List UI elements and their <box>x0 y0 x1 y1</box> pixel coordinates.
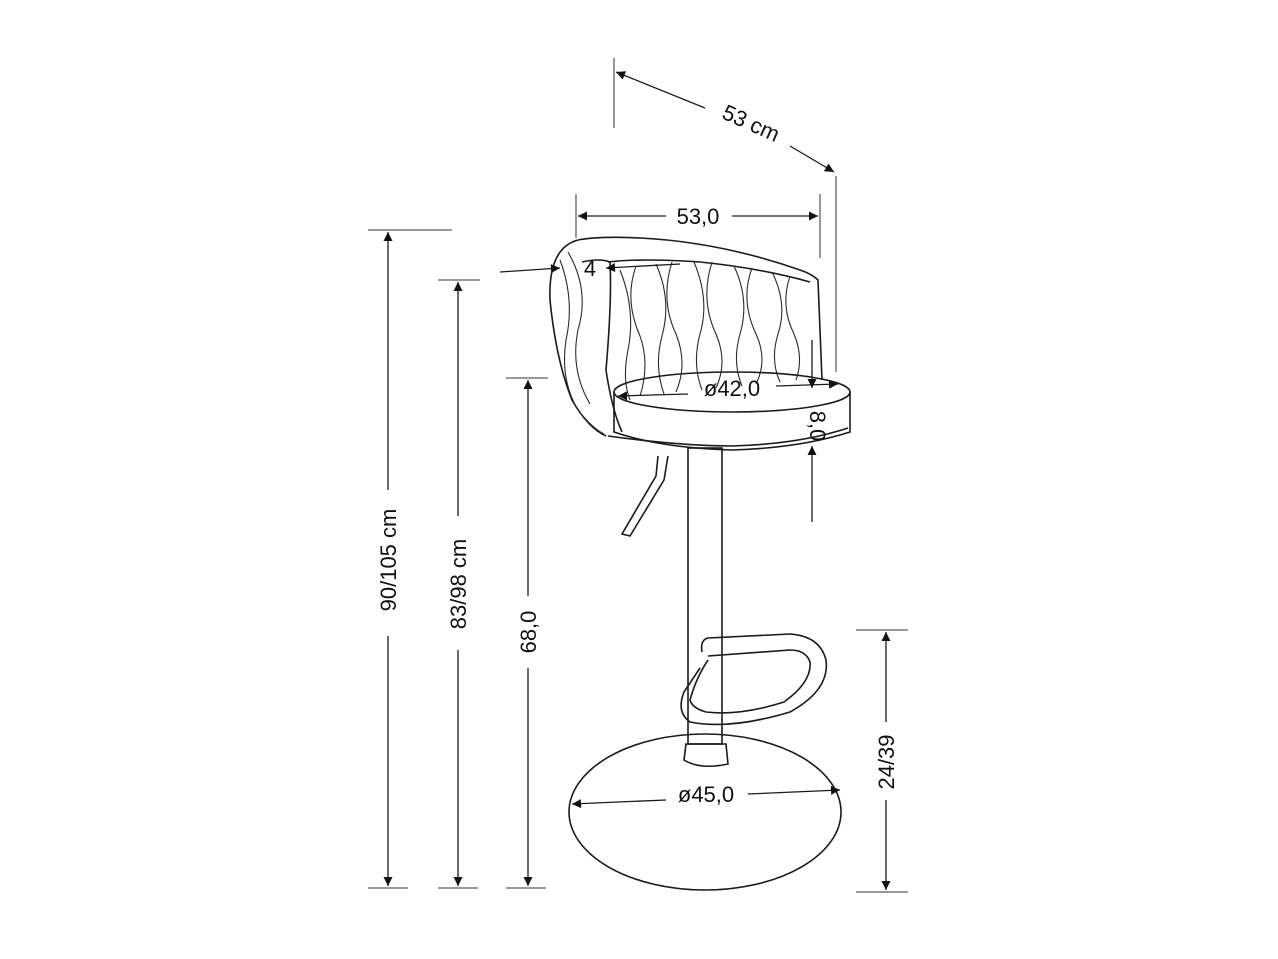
back-height-dimension: 83/98 cm <box>438 279 480 889</box>
seat-thickness-dimension: 8,0 <box>805 340 830 522</box>
footrest-height-label: 24/39 <box>874 734 899 789</box>
depth-label: 53 cm <box>719 100 784 147</box>
total-height-label: 90/105 cm <box>376 509 401 612</box>
backrest-thickness-label: 4 <box>584 256 596 281</box>
footrest-ring <box>680 633 828 726</box>
base-diameter-label: ø45,0 <box>678 782 734 807</box>
base-connector <box>683 743 729 768</box>
seat-height-label: 68,0 <box>516 611 541 654</box>
width-label: 53,0 <box>677 204 720 229</box>
seat-side <box>613 392 851 451</box>
seat-diameter-dimension: ø42,0 <box>617 376 839 401</box>
stool-outline <box>549 236 851 891</box>
backrest-shell <box>577 236 823 381</box>
lift-lever <box>620 455 669 537</box>
footrest-height-dimension: 24/39 <box>856 629 908 893</box>
seat-diameter-label: ø42,0 <box>704 376 760 401</box>
base-diameter-dimension: ø45,0 <box>571 782 841 809</box>
diameter-symbol: ø <box>704 376 717 401</box>
seat-thickness-label: 8,0 <box>805 411 830 442</box>
depth-dimension: 53 cm <box>613 58 837 372</box>
width-dimension: 53,0 <box>575 194 821 258</box>
backrest-weave <box>559 251 801 435</box>
column <box>687 447 723 745</box>
backrest-thickness-dimension: 4 <box>499 256 681 281</box>
backrest-left-edge <box>549 239 607 437</box>
back-height-label: 83/98 cm <box>446 539 471 630</box>
total-height-dimension: 90/105 cm <box>368 229 452 889</box>
seat-height-dimension: 68,0 <box>506 377 548 889</box>
base-disc <box>568 733 842 891</box>
